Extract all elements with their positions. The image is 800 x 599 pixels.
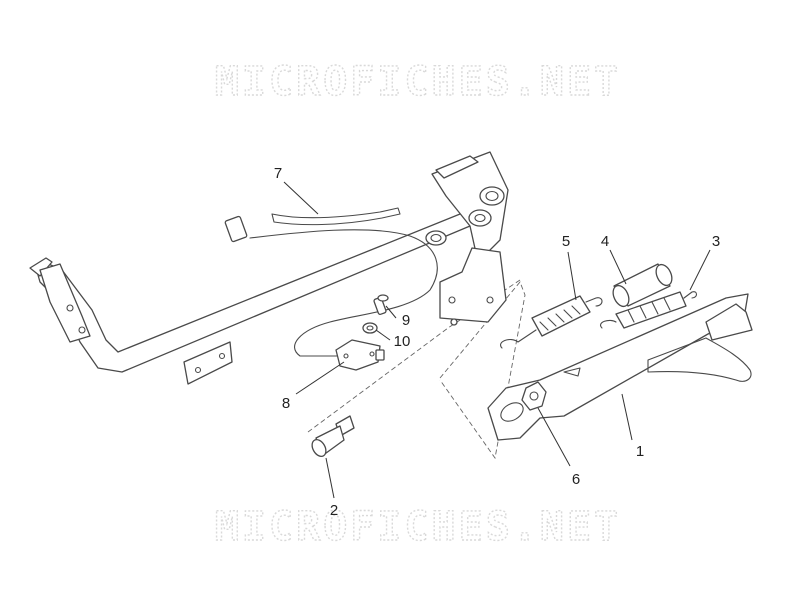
callout-3: 3 xyxy=(712,233,720,250)
callout-1: 1 xyxy=(636,443,644,460)
part-6-nut xyxy=(521,381,547,411)
callout-6: 6 xyxy=(572,471,580,488)
callout-8: 8 xyxy=(282,395,290,412)
callout-4: 4 xyxy=(601,233,609,250)
callout-7: 7 xyxy=(274,165,282,182)
watermark-top: MICROFICHES.NET xyxy=(215,59,621,105)
part-3-spring xyxy=(600,291,698,329)
frame-tube-assembly xyxy=(29,151,509,385)
part-7-wiring-harness xyxy=(224,207,438,357)
part-1-side-stand xyxy=(487,293,753,441)
part-10-washer xyxy=(362,322,378,334)
callout-2: 2 xyxy=(330,502,338,519)
part-8-side-stand-switch xyxy=(335,339,385,371)
callout-9: 9 xyxy=(402,312,410,329)
part-2-pivot-bolt xyxy=(311,415,355,458)
part-4-bushing xyxy=(612,263,673,308)
leader-lines xyxy=(283,181,711,499)
callout-10: 10 xyxy=(394,333,411,350)
part-5-spring xyxy=(500,295,603,349)
callout-5: 5 xyxy=(562,233,570,250)
watermark-bottom: MICROFICHES.NET xyxy=(215,504,621,550)
part-9-screw xyxy=(373,294,389,315)
